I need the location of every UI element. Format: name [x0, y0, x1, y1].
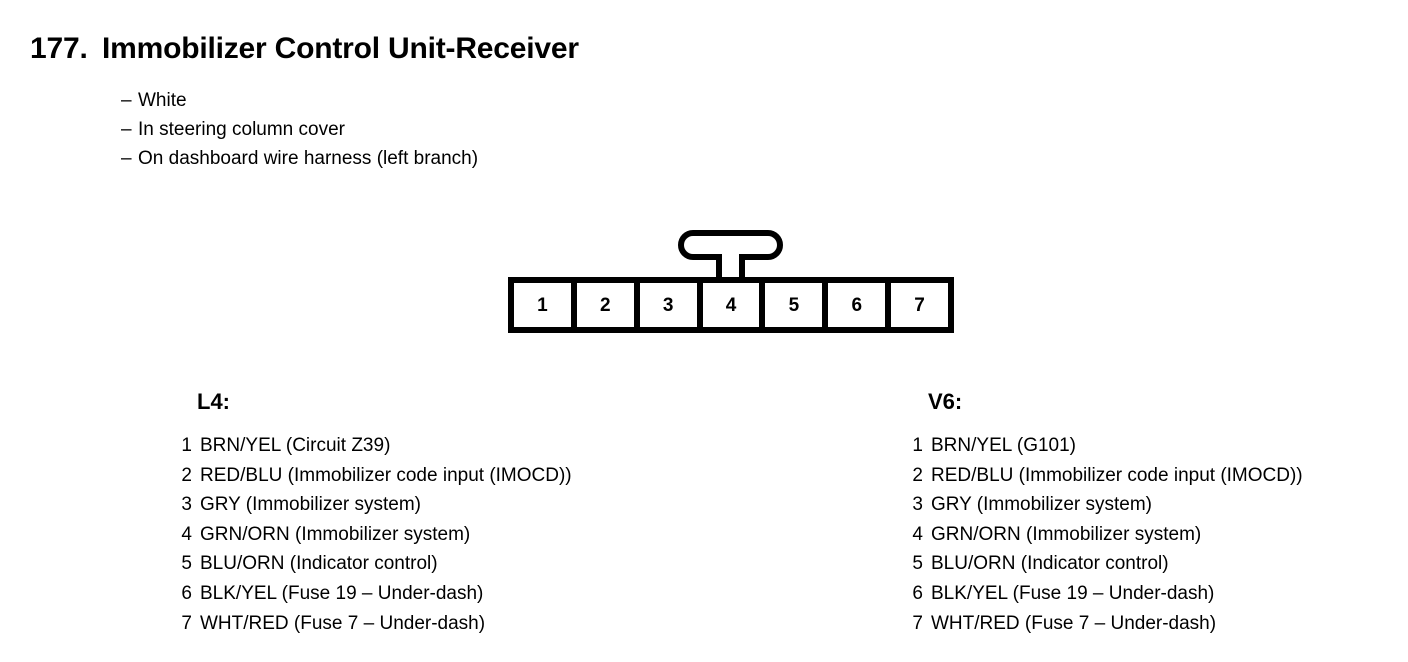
- pin-row: 7 WHT/RED (Fuse 7 – Under-dash): [909, 609, 1303, 639]
- pin-description: BLK/YEL (Fuse 19 – Under-dash): [200, 582, 484, 604]
- pin-rows: 1 BRN/YEL (Circuit Z39) 2 RED/BLU (Immob…: [178, 431, 572, 639]
- pin-number: 4: [912, 523, 923, 545]
- pin-description: WHT/RED (Fuse 7 – Under-dash): [200, 612, 486, 634]
- connector-pin-cell: 6: [828, 283, 892, 327]
- connector-pin-cell: 7: [914, 294, 925, 316]
- pin-row: 6 BLK/YEL (Fuse 19 – Under-dash): [178, 579, 572, 609]
- pin-description: GRN/ORN (Immobilizer system): [931, 523, 1202, 545]
- pin-list-l4: L4: 1 BRN/YEL (Circuit Z39) 2 RED/BLU (I…: [178, 389, 572, 639]
- pin-number: 1: [181, 435, 192, 456]
- pin-row: 1 BRN/YEL (Circuit Z39): [178, 431, 572, 461]
- note-text: On dashboard wire harness (left branch): [138, 148, 479, 169]
- pin-description: WHT/RED (Fuse 7 – Under-dash): [931, 612, 1217, 634]
- pin-row: 5 BLU/ORN (Indicator control): [909, 549, 1303, 579]
- pin-number: 5: [181, 553, 192, 575]
- pin-number: 4: [181, 523, 192, 545]
- pin-number: 2: [912, 464, 923, 486]
- pin-number: 7: [912, 612, 923, 634]
- pin-description: BLU/ORN (Indicator control): [200, 553, 438, 575]
- pin-rows: 1 BRN/YEL (G101) 2 RED/BLU (Immobilizer …: [909, 431, 1303, 639]
- note-text: In steering column cover: [138, 119, 345, 140]
- note-item: – White: [121, 86, 478, 115]
- latch-tab-icon: [678, 230, 783, 277]
- pin-row: 2 RED/BLU (Immobilizer code input (IMOCD…: [909, 461, 1303, 491]
- pin-row: 4 GRN/ORN (Immobilizer system): [178, 520, 572, 550]
- pin-description: GRY (Immobilizer system): [931, 494, 1152, 516]
- connector-pin-cell: 1: [514, 283, 577, 327]
- note-text: White: [138, 90, 187, 111]
- pin-list-title: L4:: [197, 389, 230, 414]
- pin-row: 5 BLU/ORN (Indicator control): [178, 549, 572, 579]
- page-title: 177. Immobilizer Control Unit-Receiver: [30, 32, 579, 66]
- pin-number: 7: [181, 612, 192, 634]
- pin-description: BLU/ORN (Indicator control): [931, 553, 1169, 575]
- pin-number: 6: [912, 582, 923, 604]
- pin-row: 2 RED/BLU (Immobilizer code input (IMOCD…: [178, 461, 572, 491]
- connector-pin-cell: 5: [765, 283, 829, 327]
- pin-description: BLK/YEL (Fuse 19 – Under-dash): [931, 582, 1215, 604]
- pin-number: 1: [912, 435, 923, 456]
- pin-row: 3 GRY (Immobilizer system): [178, 490, 572, 520]
- pin-description: GRY (Immobilizer system): [200, 494, 421, 516]
- connector-diagram: 1 2 3 4 5 6 7: [508, 230, 954, 333]
- pin-description: GRN/ORN (Immobilizer system): [200, 523, 471, 545]
- pin-description: BRN/YEL (G101): [931, 435, 1077, 456]
- connector-pin-cell: 2: [577, 283, 640, 327]
- pin-row: 3 GRY (Immobilizer system): [909, 490, 1303, 520]
- pin-number: 3: [181, 494, 192, 516]
- page-title-text: Immobilizer Control Unit-Receiver: [102, 32, 579, 65]
- page-title-number: 177.: [30, 32, 88, 65]
- pin-row: 6 BLK/YEL (Fuse 19 – Under-dash): [909, 579, 1303, 609]
- pin-list-title: V6:: [928, 389, 963, 414]
- dash-marker: –: [121, 119, 132, 140]
- pin-description: RED/BLU (Immobilizer code input (IMOCD)): [931, 464, 1303, 486]
- dash-marker: –: [121, 90, 132, 111]
- pin-number: 3: [912, 494, 923, 516]
- connector-pin-cell: 4: [703, 283, 766, 327]
- note-item: – In steering column cover: [121, 115, 478, 144]
- pin-row: 7 WHT/RED (Fuse 7 – Under-dash): [178, 609, 572, 639]
- connector-body: 1 2 3 4 5 6 7: [508, 277, 954, 333]
- pin-number: 2: [181, 464, 192, 486]
- pin-number: 6: [181, 582, 192, 604]
- latch-neck: [716, 254, 745, 277]
- connector-pin-cell: 3: [640, 283, 703, 327]
- pin-description: RED/BLU (Immobilizer code input (IMOCD)): [200, 464, 572, 486]
- connector-notes: – White – In steering column cover – On …: [121, 86, 478, 173]
- pin-list-v6: V6: 1 BRN/YEL (G101) 2 RED/BLU (Immobili…: [909, 389, 1303, 639]
- pin-row: 4 GRN/ORN (Immobilizer system): [909, 520, 1303, 550]
- dash-marker: –: [121, 148, 132, 169]
- pin-row: 1 BRN/YEL (G101): [909, 431, 1303, 461]
- pin-number: 5: [912, 553, 923, 575]
- pin-description: BRN/YEL (Circuit Z39): [200, 435, 391, 456]
- note-item: – On dashboard wire harness (left branch…: [121, 144, 478, 173]
